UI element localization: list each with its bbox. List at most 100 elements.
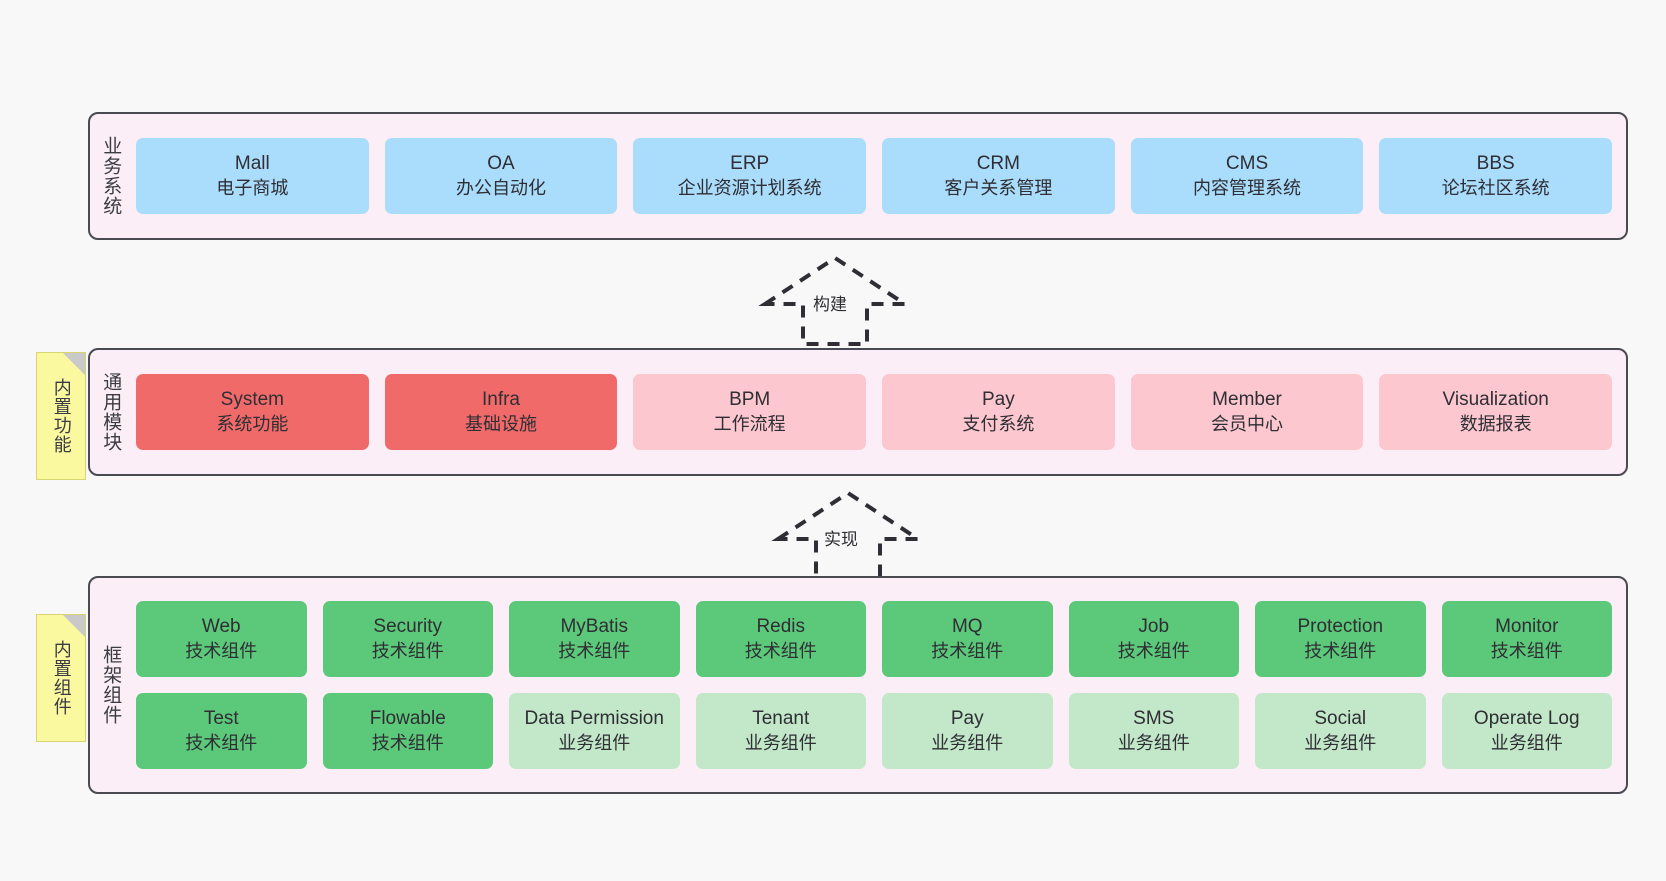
card-title: CMS	[1225, 152, 1269, 174]
card-erp[interactable]: ERP 企业资源计划系统	[633, 138, 867, 214]
card-title: Data Permission	[524, 707, 664, 729]
card-subtitle: 支付系统	[962, 413, 1035, 434]
card-subtitle: 数据报表	[1459, 413, 1532, 434]
card-crm[interactable]: CRM 客户关系管理	[882, 138, 1115, 214]
card-monitor[interactable]: Monitor 技术组件	[1441, 601, 1612, 677]
card-subtitle: 电子商城	[216, 177, 289, 198]
card-subtitle: 技术组件	[558, 640, 631, 661]
card-title: Test	[203, 707, 239, 729]
layer-label-business-systems: 业务系统	[100, 136, 122, 216]
card-subtitle: 内容管理系统	[1193, 177, 1302, 198]
card-title: MyBatis	[560, 615, 629, 637]
card-title: System	[220, 388, 285, 410]
card-subtitle: 办公自动化	[456, 177, 546, 198]
layer-body-framework-components: Web 技术组件 Security 技术组件 MyBatis 技术组件 Redi…	[130, 578, 1626, 792]
card-title: OA	[487, 152, 515, 174]
card-cms[interactable]: CMS 内容管理系统	[1130, 138, 1364, 214]
card-tenant[interactable]: Tenant 业务组件	[695, 693, 866, 769]
card-bbs[interactable]: BBS 论坛社区系统	[1379, 138, 1613, 214]
card-operate-log[interactable]: Operate Log 业务组件	[1441, 693, 1612, 769]
card-mybatis[interactable]: MyBatis 技术组件	[509, 601, 680, 677]
card-sms[interactable]: SMS 业务组件	[1068, 693, 1239, 769]
card-subtitle: 客户关系管理	[944, 177, 1053, 198]
card-visualization[interactable]: Visualization 数据报表	[1379, 374, 1613, 450]
card-mq[interactable]: MQ 技术组件	[882, 601, 1053, 677]
card-subtitle: 系统功能	[216, 413, 289, 434]
card-infra[interactable]: Infra 基础设施	[384, 374, 618, 450]
card-bpm[interactable]: BPM 工作流程	[633, 374, 867, 450]
card-subtitle: 技术组件	[744, 640, 817, 661]
layer-label-common-modules: 通用模块	[100, 372, 122, 452]
card-title: Visualization	[1442, 388, 1549, 410]
card-title: Social	[1314, 707, 1367, 729]
card-subtitle: 会员中心	[1211, 413, 1284, 434]
card-subtitle: 技术组件	[185, 640, 258, 661]
card-member[interactable]: Member 会员中心	[1130, 374, 1364, 450]
card-subtitle: 技术组件	[1490, 640, 1563, 661]
card-subtitle: 业务组件	[1304, 732, 1377, 753]
card-security[interactable]: Security 技术组件	[322, 601, 493, 677]
card-flowable[interactable]: Flowable 技术组件	[322, 693, 493, 769]
sticky-note-builtin-components: 内置组件	[36, 614, 86, 742]
card-title: Redis	[756, 615, 806, 637]
card-subtitle: 业务组件	[931, 732, 1004, 753]
card-subtitle: 技术组件	[1117, 640, 1190, 661]
card-title: Operate Log	[1473, 707, 1580, 729]
card-title: Mall	[234, 152, 270, 174]
layer-label-framework-components: 框架组件	[100, 645, 122, 725]
card-subtitle: 业务组件	[744, 732, 817, 753]
card-test[interactable]: Test 技术组件	[136, 693, 307, 769]
card-title: Flowable	[369, 707, 446, 729]
layer-business-systems: 业务系统 Mall 电子商城 OA 办公自动化 ERP 企业资源计划系统 CRM…	[88, 112, 1628, 240]
card-title: Protection	[1297, 615, 1384, 637]
card-subtitle: 业务组件	[558, 732, 631, 753]
layer-framework-components: 框架组件 Web 技术组件 Security 技术组件 MyBatis 技术组件…	[88, 576, 1628, 794]
layer-body-common-modules: System 系统功能 Infra 基础设施 BPM 工作流程 Pay 支付系统…	[130, 350, 1626, 474]
sticky-note-label: 内置功能	[51, 378, 72, 454]
card-title: Monitor	[1495, 615, 1559, 637]
card-protection[interactable]: Protection 技术组件	[1255, 601, 1426, 677]
card-subtitle: 技术组件	[371, 732, 444, 753]
card-title: Security	[373, 615, 443, 637]
card-subtitle: 技术组件	[371, 640, 444, 661]
card-subtitle: 技术组件	[185, 732, 258, 753]
card-subtitle: 企业资源计划系统	[677, 177, 822, 198]
card-title: SMS	[1133, 707, 1175, 729]
card-row: Web 技术组件 Security 技术组件 MyBatis 技术组件 Redi…	[136, 601, 1612, 677]
card-title: Pay	[950, 707, 984, 729]
sticky-note-builtin-features: 内置功能	[36, 352, 86, 480]
card-title: Job	[1138, 615, 1170, 637]
card-title: Infra	[481, 388, 521, 410]
card-subtitle: 基础设施	[465, 413, 537, 434]
page-fold-icon	[63, 615, 85, 637]
card-subtitle: 技术组件	[931, 640, 1004, 661]
arrow-build: 构建	[755, 252, 915, 348]
card-subtitle: 业务组件	[1117, 732, 1190, 753]
arrow-implement-label: 实现	[824, 530, 858, 549]
card-title: Pay	[981, 388, 1015, 410]
page-fold-icon	[63, 353, 85, 375]
dashed-hollow-arrow-up-icon	[758, 255, 912, 346]
card-web[interactable]: Web 技术组件	[136, 601, 307, 677]
card-oa[interactable]: OA 办公自动化	[384, 138, 618, 214]
dashed-hollow-arrow-up-icon	[771, 490, 925, 581]
card-subtitle: 论坛社区系统	[1441, 177, 1550, 198]
card-redis[interactable]: Redis 技术组件	[695, 601, 866, 677]
card-title: Member	[1212, 388, 1282, 410]
card-title: BPM	[729, 388, 771, 410]
card-mall[interactable]: Mall 电子商城	[136, 138, 369, 214]
card-pay-component[interactable]: Pay 业务组件	[882, 693, 1053, 769]
layer-body-business-systems: Mall 电子商城 OA 办公自动化 ERP 企业资源计划系统 CRM 客户关系…	[130, 114, 1626, 238]
card-title: ERP	[730, 152, 770, 174]
card-subtitle: 业务组件	[1490, 732, 1563, 753]
card-social[interactable]: Social 业务组件	[1255, 693, 1426, 769]
card-title: CRM	[976, 152, 1020, 174]
card-data-permission[interactable]: Data Permission 业务组件	[509, 693, 680, 769]
card-title: Web	[201, 615, 241, 637]
card-pay[interactable]: Pay 支付系统	[882, 374, 1115, 450]
layer-common-modules: 通用模块 System 系统功能 Infra 基础设施 BPM 工作流程 Pay…	[88, 348, 1628, 476]
card-job[interactable]: Job 技术组件	[1068, 601, 1239, 677]
card-row: Test 技术组件 Flowable 技术组件 Data Permission …	[136, 693, 1612, 769]
card-system[interactable]: System 系统功能	[136, 374, 369, 450]
